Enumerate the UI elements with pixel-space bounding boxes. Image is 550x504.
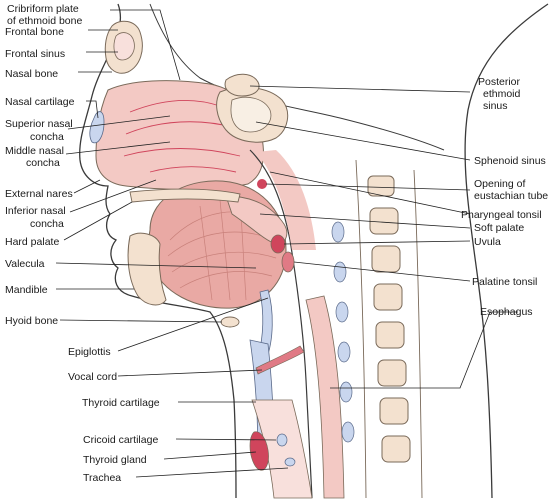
label-pharyngeal-tonsil: Pharyngeal tonsil [461, 209, 542, 221]
sphenoid-sinus-shape [230, 96, 272, 133]
leader-palatine-tonsil [293, 261, 471, 282]
hard-palate-shape [129, 188, 241, 203]
disc [335, 301, 349, 323]
leader-vocal-cord [117, 369, 263, 377]
label-opening-of: Opening of [474, 178, 526, 190]
uvula-shape [270, 234, 286, 254]
leader-thyroid-gland [163, 451, 257, 460]
label-thyroid-cartilage: Thyroid cartilage [82, 397, 160, 409]
esophagus-shape [305, 295, 345, 499]
tongue-fibers [167, 195, 277, 301]
nasal-cartilage-shape [89, 111, 105, 144]
back-of-neck-outline [464, 3, 549, 499]
label-sphenoid-sinus: Sphenoid sinus [474, 155, 546, 167]
label-vocal-cord: Vocal cord [68, 371, 118, 383]
frontal-sinus-shape [113, 32, 135, 61]
leader-external-nares [73, 179, 101, 194]
leader-trachea [135, 467, 289, 478]
vertebra-c5 [375, 321, 405, 349]
leader-soft-palate [259, 213, 471, 229]
label-sinus: sinus [483, 100, 508, 112]
leader-hyoid [59, 319, 223, 323]
label-posterior: Posterior [478, 76, 521, 88]
pharynx-wall [249, 149, 313, 499]
label-thyroid-gland: Thyroid gland [83, 454, 147, 466]
vertebra-c4 [373, 283, 403, 311]
leader-cricoid [175, 438, 277, 441]
vocal-cord-shape [255, 345, 305, 375]
pharynx-tissue [256, 150, 316, 250]
vertebra-c6 [377, 359, 407, 387]
label-middle-concha: concha [26, 157, 60, 169]
leader-valecula [55, 262, 257, 269]
label-palatine-tonsil: Palatine tonsil [472, 276, 538, 288]
spinal-cord-edge [355, 159, 423, 499]
leader-sphenoid-sinus [255, 121, 471, 161]
label-esophagus: Esophagus [480, 306, 533, 318]
label-nasal-bone: Nasal bone [5, 68, 59, 80]
trachea-tube [251, 399, 313, 499]
leader-uvula [283, 240, 471, 245]
vertebral-column [367, 175, 411, 463]
leader-lines-right [249, 85, 518, 389]
label-mandible: Mandible [5, 284, 48, 296]
vertebra-c3 [371, 245, 401, 273]
cricoid-cartilage-shape [276, 433, 288, 447]
label-of-ethmoid-bone: of ethmoid bone [7, 15, 83, 27]
vertebra-c2 [369, 207, 399, 235]
trachea-ring [284, 457, 296, 467]
leader-eustachian [265, 183, 471, 191]
leader-lines-left [55, 9, 289, 478]
leader-inferior-concha [69, 179, 157, 213]
leader-cribriform [110, 9, 181, 81]
label-uvula: Uvula [474, 236, 501, 248]
label-superior-nasal: Superior nasal [5, 118, 73, 130]
mandible-shape [127, 232, 167, 306]
leader-esophagus [330, 311, 518, 389]
label-frontal-bone: Frontal bone [5, 26, 64, 38]
disc [337, 341, 351, 363]
label-frontal-sinus: Frontal sinus [5, 48, 66, 60]
vertebra-t1 [381, 435, 411, 463]
leader-hard-palate [63, 201, 133, 241]
ethmoid-bone-shape [224, 73, 260, 97]
label-middle-nasal: Middle nasal [5, 145, 64, 157]
eustachian-opening-mark [257, 179, 267, 189]
label-ethmoid: ethmoid [483, 88, 521, 100]
label-inferior-nasal: Inferior nasal [5, 205, 66, 217]
label-soft-palate: Soft palate [474, 222, 525, 234]
vertebra-c1 [367, 175, 395, 197]
label-hard-palate: Hard palate [5, 236, 60, 248]
label-valecula: Valecula [5, 258, 45, 270]
label-superior-concha: concha [30, 131, 64, 143]
head-outline [79, 3, 237, 499]
leader-pharyngeal-tonsil [269, 171, 471, 215]
palatine-tonsil-shape [281, 251, 295, 273]
leader-superior-concha [67, 115, 171, 130]
vertebra-c7 [379, 397, 409, 425]
label-epiglottis: Epiglottis [68, 346, 111, 358]
disc [331, 221, 345, 243]
label-hyoid-bone: Hyoid bone [5, 315, 59, 327]
disc [341, 421, 355, 443]
leader-nasal-cartilage [86, 100, 99, 119]
label-cribriform-plate: Cribriform plate [7, 3, 79, 15]
hyoid-bone-shape [220, 316, 240, 328]
label-inferior-concha: concha [30, 218, 64, 230]
soft-palate-shape [225, 195, 288, 245]
label-nasal-cartilage: Nasal cartilage [5, 96, 75, 108]
leader-posterior-ethmoid [249, 85, 471, 93]
label-cricoid-cartilage: Cricoid cartilage [83, 434, 159, 446]
label-eustachian-tube: eustachian tube [474, 190, 549, 202]
disc [333, 261, 347, 283]
disc [339, 381, 353, 403]
leader-epiglottis [117, 297, 269, 352]
nasal-vessels [123, 99, 241, 173]
label-external-nares: External nares [5, 188, 73, 200]
leader-middle-concha [65, 141, 171, 155]
label-trachea: Trachea [83, 472, 122, 484]
